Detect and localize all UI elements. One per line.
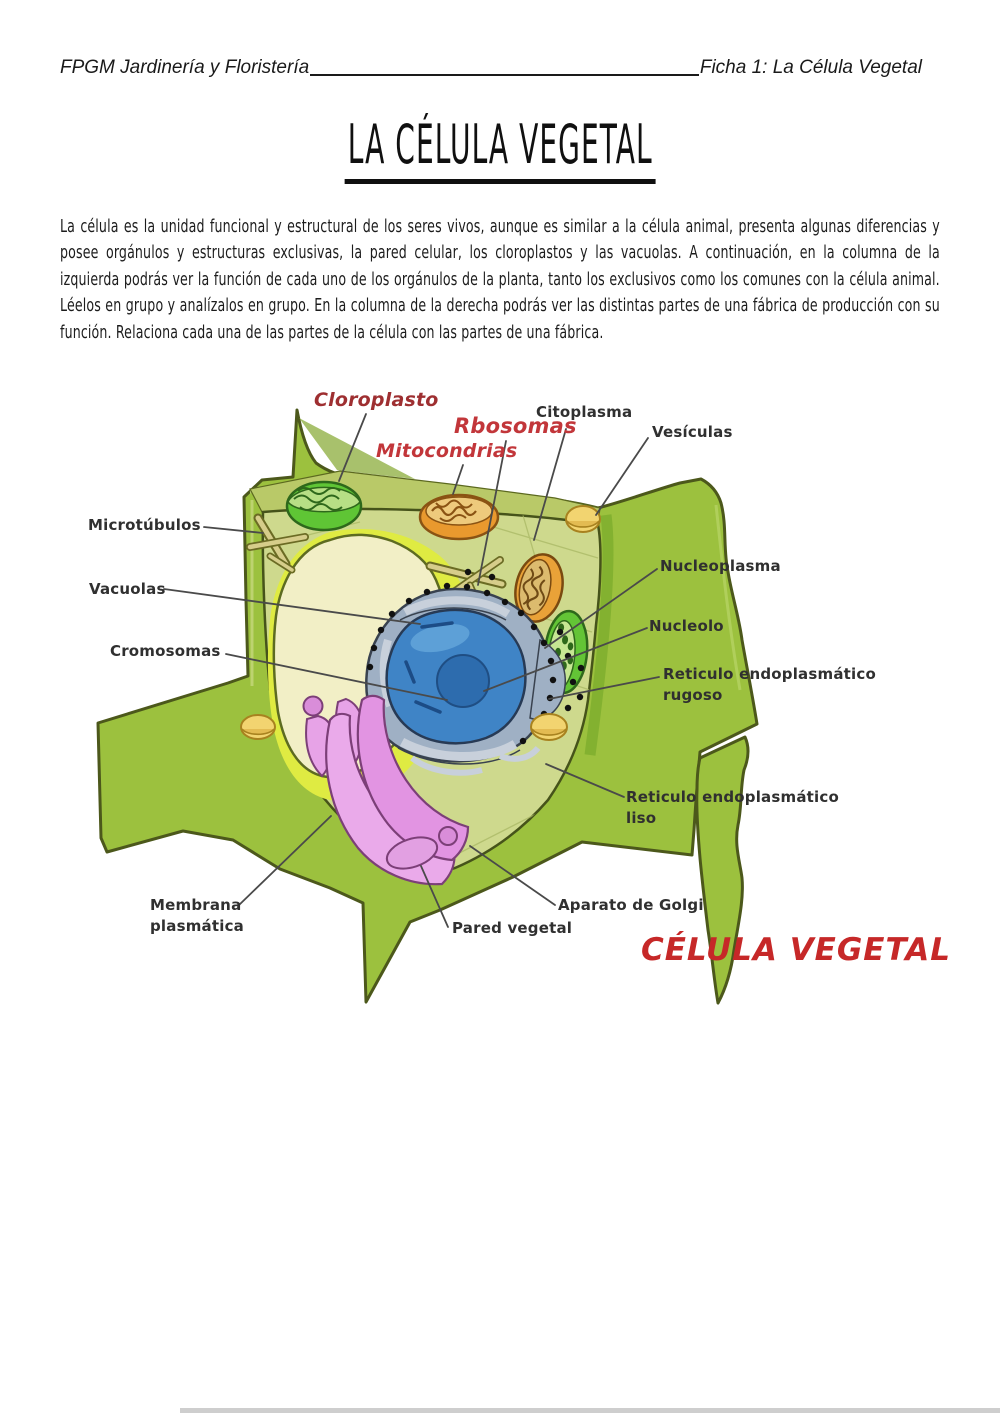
microtubules (246, 513, 507, 616)
nucleolus (436, 654, 490, 708)
label-nucleolo: Nucleolo (649, 617, 724, 635)
label-ribosomas: Rbosomas (454, 414, 577, 438)
nucleus (365, 587, 566, 776)
header-fill-line (310, 73, 699, 76)
header-course-title: FPGM Jardinería y Floristería (60, 57, 310, 78)
label-cromosomas: Cromosomas (110, 642, 221, 660)
leader-lines (163, 413, 660, 928)
label-membrana-line2: plasmática (150, 917, 245, 935)
label-microtubulos: Microtúbulos (88, 516, 201, 534)
vesicles (240, 505, 601, 741)
diagram-caption: CÉLULA VEGETAL (641, 932, 951, 968)
label-reticulo-liso-line1: Reticulo endoplasmático (626, 788, 839, 806)
label-nucleoplasma: Nucleoplasma (660, 557, 781, 575)
label-membrana-plasmatica: Membrana plasmática (150, 895, 244, 937)
ribosome-dots (366, 568, 585, 745)
label-reticulo-rugoso: Reticulo endoplasmático rugoso (663, 664, 876, 706)
label-vesiculas: Vesículas (652, 423, 733, 441)
label-membrana-line1: Membrana (150, 896, 242, 914)
label-aparato-golgi: Aparato de Golgi (558, 896, 704, 914)
golgi-apparatus (302, 694, 470, 886)
page-title: LA CÉLULA VEGETAL (344, 118, 656, 184)
header-sheet-title: Ficha 1: La Célula Vegetal (699, 57, 922, 78)
next-page-edge (180, 1408, 1000, 1413)
label-mitocondrias: Mitocondrias (376, 440, 518, 462)
intro-paragraph: La célula es la unidad funcional y estru… (60, 216, 940, 343)
label-reticulo-liso-line2: liso (626, 809, 657, 827)
neighbor-wall-band (695, 735, 750, 1005)
label-pared-vegetal: Pared vegetal (452, 919, 573, 937)
label-reticulo-liso: Reticulo endoplasmático liso (626, 787, 839, 829)
mitochondrion (418, 493, 500, 541)
title-wrap: LA CÉLULA VEGETAL (0, 118, 1000, 184)
label-reticulo-rugoso-line2: rugoso (663, 686, 723, 704)
page-header: FPGM Jardinería y Floristería Ficha 1: L… (60, 57, 922, 79)
label-citoplasma: Citoplasma (536, 403, 633, 421)
chloroplast (285, 480, 363, 532)
label-cloroplasto: Cloroplasto (314, 389, 439, 411)
label-vacuolas: Vacuolas (89, 580, 166, 598)
label-reticulo-rugoso-line1: Reticulo endoplasmático (663, 665, 876, 683)
